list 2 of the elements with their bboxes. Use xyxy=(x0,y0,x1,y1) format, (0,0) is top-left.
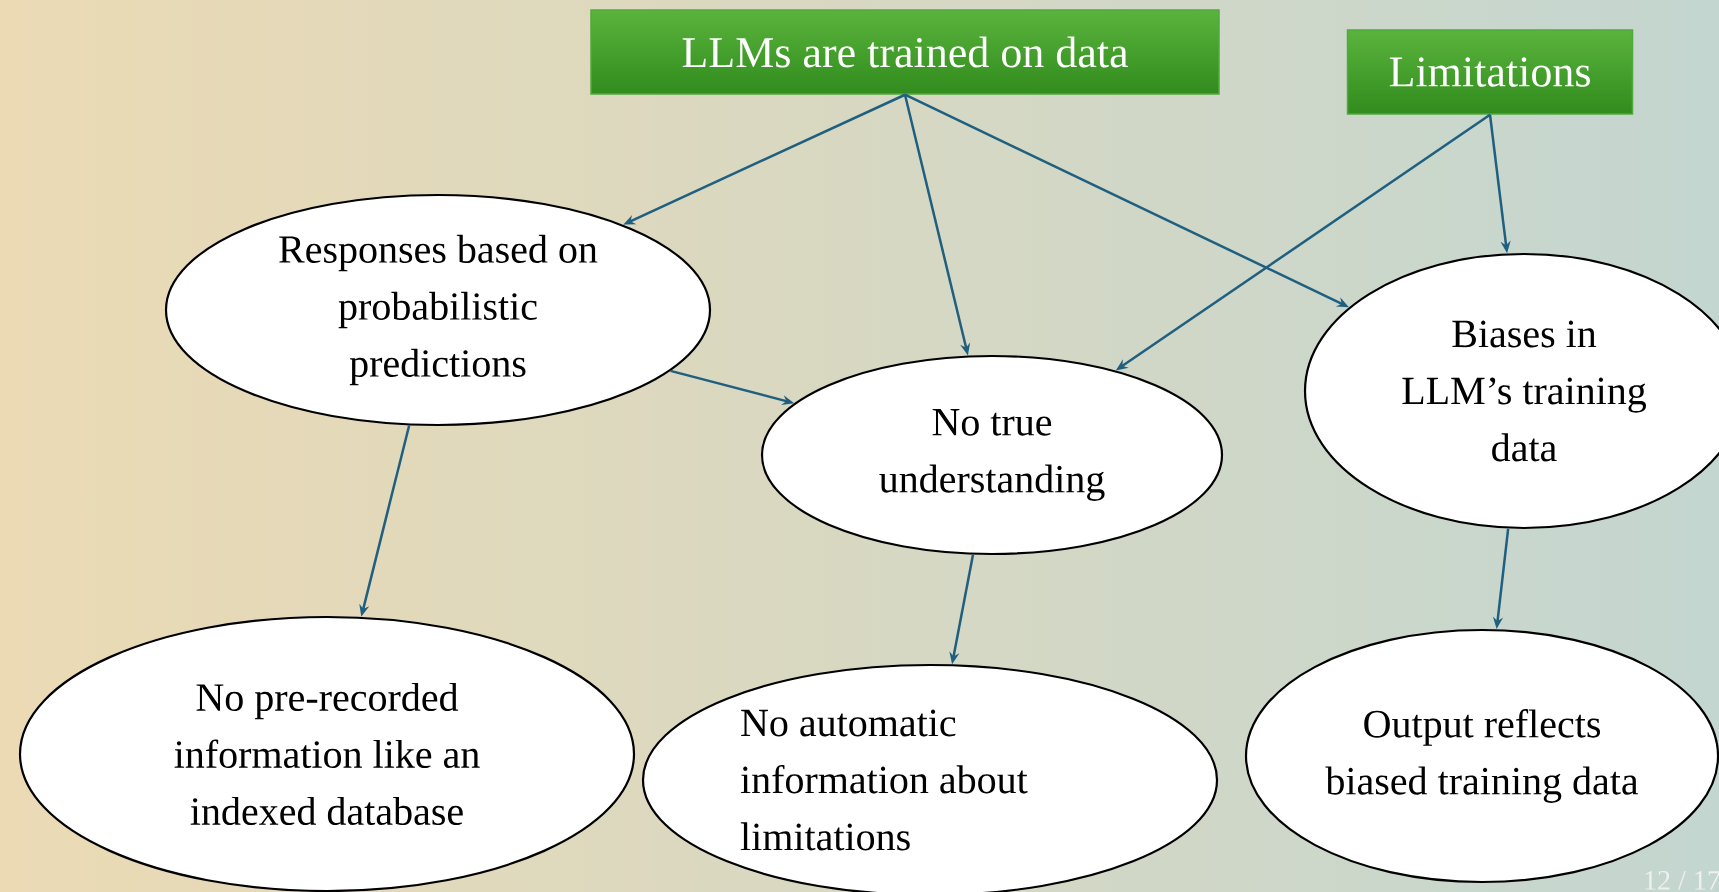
title-box: LLMs are trained on data xyxy=(590,9,1220,95)
title-box: Limitations xyxy=(1346,29,1634,115)
